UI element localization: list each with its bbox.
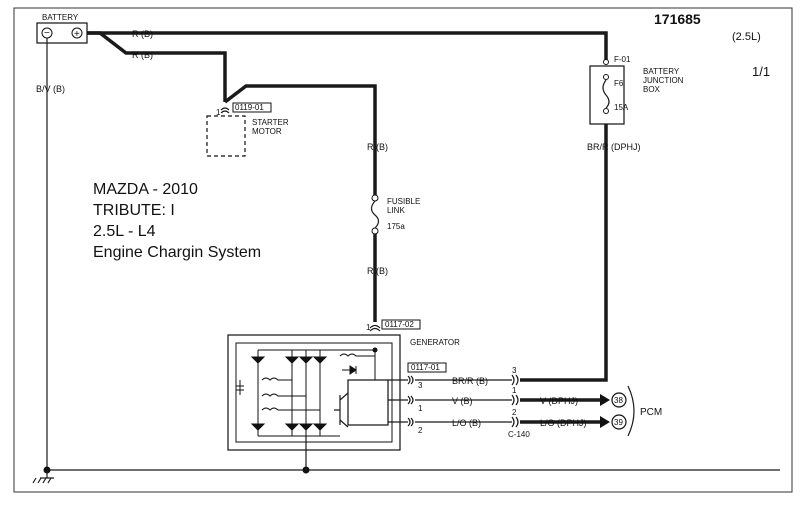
starter-connector-box <box>232 102 272 113</box>
generator-side-connector-box <box>407 362 447 373</box>
fuse-f6-bottom-node <box>603 108 609 114</box>
battery-positive-terminal <box>71 27 83 39</box>
starter-pin: 1 <box>216 108 221 117</box>
engine-size: (2.5L) <box>732 31 761 43</box>
wire-label-r-b-top: R (B) <box>132 29 153 39</box>
generator-side-connector-id: 0117-01 <box>411 363 440 372</box>
diagram-frame <box>13 7 793 493</box>
inline-connector-label: C-140 <box>508 430 530 439</box>
pcm-pin-38: 38 <box>614 396 623 405</box>
starter-terminal-arcs <box>220 107 230 114</box>
pcm-pin-39-circle <box>611 414 627 430</box>
wire-label-lo-dphj: L/O (DPHJ) <box>540 418 587 428</box>
generator-node-b <box>372 347 378 353</box>
wire-label-r-b-second: R (B) <box>132 50 153 60</box>
generator-pin-3: 3 <box>418 381 423 390</box>
wire-label-brr-b: BR/R (B) <box>452 376 488 386</box>
junction-box-label-3: BOX <box>643 85 661 94</box>
wire-label-bv-b: B/V (B) <box>36 84 65 94</box>
fusible-link-label-2: LINK <box>387 206 405 215</box>
title-line-3: 2.5L - L4 <box>93 223 156 240</box>
generator-side-terminal-arcs <box>407 375 414 427</box>
starter-connector-id: 0119-01 <box>235 103 264 112</box>
ground-symbol <box>32 477 54 484</box>
starter-label-1: STARTER <box>252 118 289 127</box>
wire-label-v-dphj: V (DPHJ) <box>540 396 578 406</box>
inline-pin-2: 2 <box>512 408 517 417</box>
generator-top-connector-id: 0117-02 <box>385 320 414 329</box>
rectifier-bridge <box>236 349 376 437</box>
page-number: 1/1 <box>752 64 770 79</box>
pcm-arrow-39 <box>600 416 610 428</box>
diagram-id: 171685 <box>654 11 701 27</box>
wire-label-brr-dphj: BR/R (DPHJ) <box>587 142 641 152</box>
pcm-bracket <box>627 385 635 437</box>
wire-r-b-top <box>100 31 608 60</box>
wire-label-r-b-lower: R (B) <box>367 266 388 276</box>
starter-motor <box>206 115 246 157</box>
pcm-pin-38-circle <box>611 392 627 408</box>
fuse-f6-element <box>602 79 610 109</box>
generator-label: GENERATOR <box>410 338 460 347</box>
regulator-transistor <box>334 392 349 428</box>
generator-connector-pin: 1 <box>366 323 371 332</box>
generator-inner <box>235 342 393 443</box>
wire-r-b-to-generator <box>223 84 377 195</box>
wire-label-lo-b: L/O (B) <box>452 418 481 428</box>
junction-box-label-2: JUNCTION <box>643 76 684 85</box>
title-line-2: TRIBUTE: I <box>93 202 175 219</box>
junction-top-connector <box>603 59 609 65</box>
voltage-regulator <box>347 379 389 426</box>
inline-pin-3: 3 <box>512 366 517 375</box>
fusible-link-top-node <box>371 194 379 202</box>
generator-pin-1: 1 <box>418 404 423 413</box>
title-line-1: MAZDA - 2010 <box>93 181 198 198</box>
pcm-label: PCM <box>640 407 662 418</box>
fuse-f6-rating: 15A <box>614 103 629 112</box>
fusible-link-rating: 175a <box>387 222 405 231</box>
battery-pos-sign: + <box>74 29 80 40</box>
junction-connector-id: F-01 <box>614 55 631 64</box>
inline-pin-1: 1 <box>512 386 517 395</box>
generator-top-terminal-arcs <box>369 324 381 332</box>
fusible-link-label-1: FUSIBLE <box>387 197 420 206</box>
pcm-arrow-38 <box>600 394 610 406</box>
wire-r-b-second <box>87 31 227 102</box>
wire-label-v-b: V (B) <box>452 396 473 406</box>
generator-top-connector-box <box>381 319 421 330</box>
wire-label-r-b-starter: R (B) <box>367 142 388 152</box>
title-line-4: Engine Chargin System <box>93 244 261 261</box>
battery-neg-sign: − <box>44 28 50 39</box>
pcm-pin-39: 39 <box>614 418 623 427</box>
inline-connector-c140 <box>511 374 519 428</box>
fuse-f6-label: F6 <box>614 79 624 88</box>
fusible-link-element <box>370 200 380 229</box>
fusible-link-bottom-node <box>371 227 379 235</box>
wire-brr-dphj <box>520 124 608 382</box>
battery-label: BATTERY <box>42 13 79 22</box>
generator-pin-2: 2 <box>418 426 423 435</box>
fuse-f6-top-node <box>603 74 609 80</box>
junction-box-label-1: BATTERY <box>643 67 680 76</box>
starter-label-2: MOTOR <box>252 127 282 136</box>
